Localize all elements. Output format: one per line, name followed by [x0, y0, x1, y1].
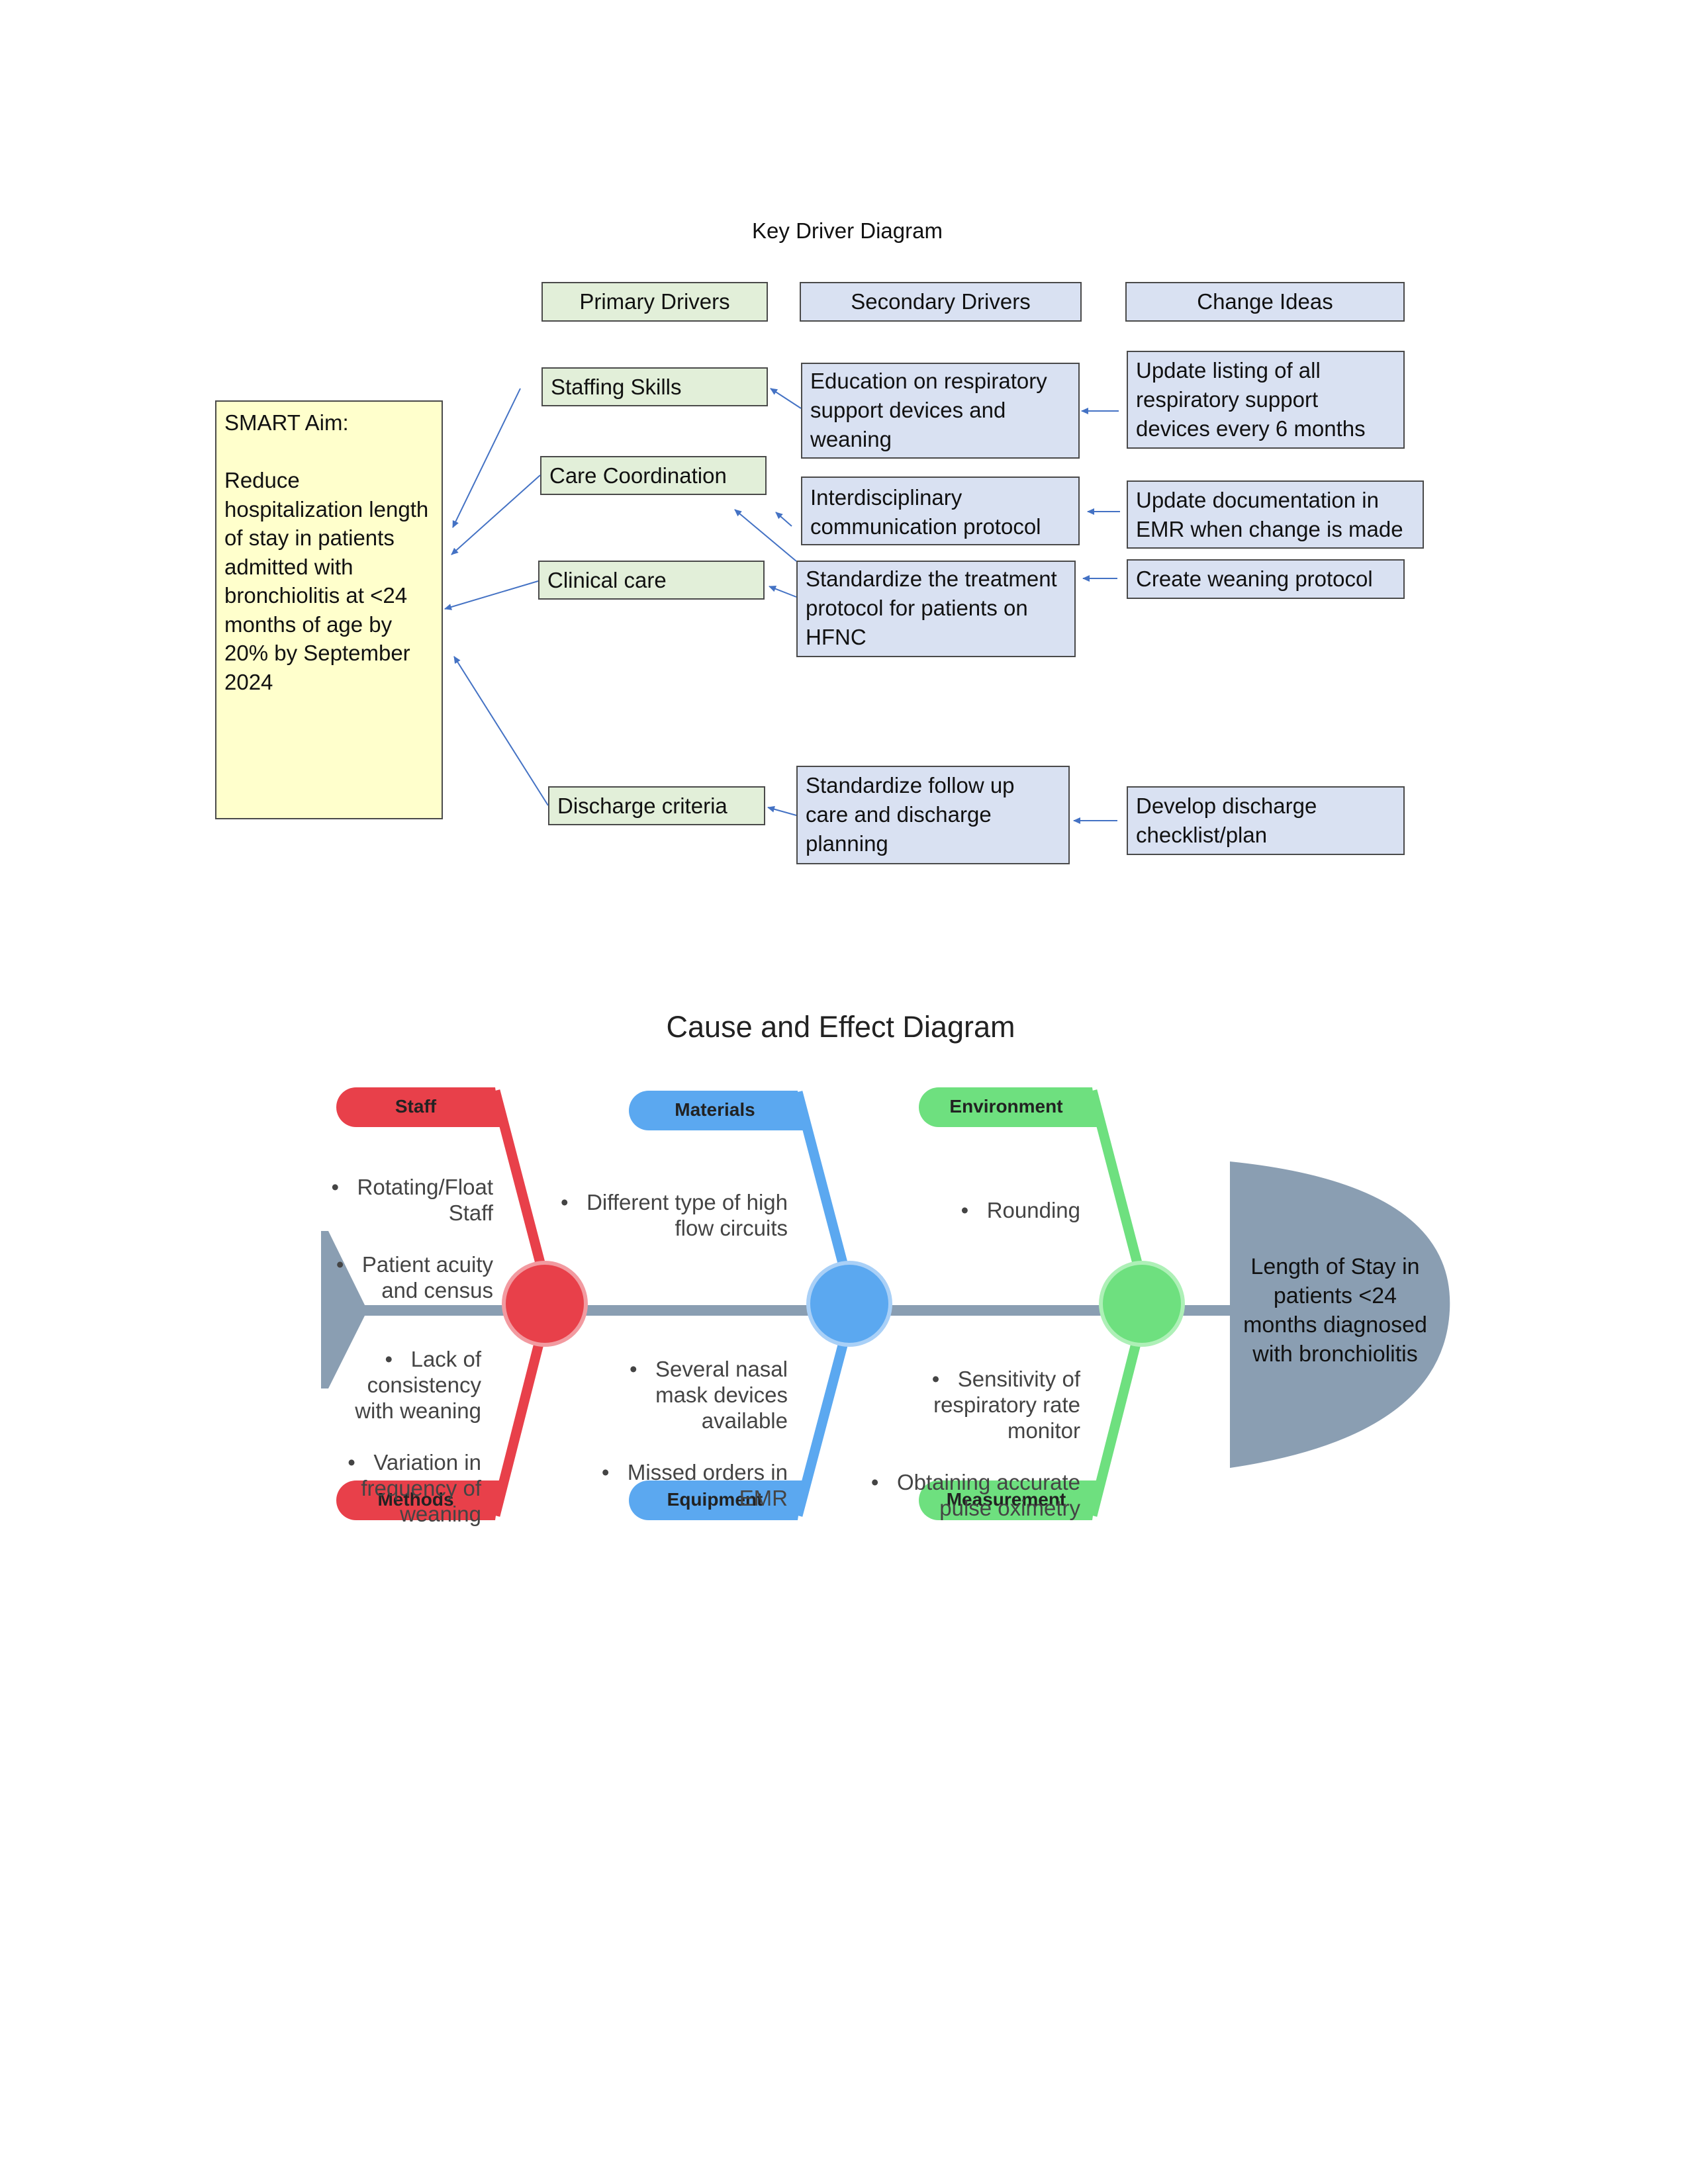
- bone-equipment: [792, 1319, 855, 1517]
- bullet: •: [348, 1450, 374, 1475]
- pill-environment: [919, 1087, 1098, 1127]
- pill-measurement: [919, 1480, 1098, 1520]
- secondary-driver-education: Education on respiratory support devices…: [801, 363, 1080, 459]
- header-primary-drivers: Primary Drivers: [541, 282, 768, 322]
- arrow-communication-to-coordination: [775, 512, 792, 527]
- bullet: •: [629, 1357, 656, 1381]
- category-equipment: Equipment: [667, 1489, 763, 1510]
- pill-methods: [336, 1480, 501, 1520]
- smart-aim-box: SMART Aim: Reduce hospitalization length…: [215, 400, 443, 819]
- bullet: •: [331, 1175, 357, 1199]
- secondary-driver-treatment-protocol: Standardize the treatment protocol for p…: [796, 561, 1076, 657]
- cause-item: • Rotating/Float Staff: [331, 1175, 493, 1225]
- fish-tail: [321, 1231, 367, 1388]
- bone-methods: [490, 1319, 550, 1517]
- cause-item: • Different type of high flow circuits: [561, 1190, 788, 1240]
- bone-environment: [1087, 1089, 1147, 1282]
- cause-item: • Obtaining accurate pulse oximetry: [870, 1470, 1080, 1520]
- arrow-staffing-to-aim: [452, 388, 521, 528]
- category-methods: Methods: [377, 1489, 454, 1510]
- arrow-coordination-to-aim: [451, 475, 541, 555]
- bullet: •: [961, 1198, 987, 1222]
- primary-driver-staffing-skills: Staffing Skills: [541, 367, 768, 406]
- category-environment: Environment: [949, 1096, 1063, 1116]
- primary-driver-discharge-criteria: Discharge criteria: [548, 786, 765, 825]
- cause-item: • Rounding: [961, 1198, 1080, 1222]
- kdd-title: Key Driver Diagram: [752, 218, 943, 243]
- cause-item: • Variation in frequency of weaning: [348, 1450, 481, 1526]
- junction-red: [502, 1261, 588, 1347]
- header-secondary-drivers: Secondary Drivers: [800, 282, 1082, 322]
- change-idea-update-listing: Update listing of all respiratory suppor…: [1127, 351, 1405, 449]
- bullet: •: [931, 1367, 958, 1391]
- primary-driver-clinical-care: Clinical care: [538, 561, 765, 600]
- arrow-clinical-to-aim: [444, 580, 539, 610]
- header-change-ideas: Change Ideas: [1125, 282, 1405, 322]
- bullet: •: [601, 1460, 628, 1484]
- cause-item: • Lack of consistency with weaning: [355, 1347, 481, 1423]
- category-staff: Staff: [395, 1096, 437, 1116]
- change-idea-discharge-checklist: Develop discharge checklist/plan: [1127, 786, 1405, 855]
- bone-materials: [792, 1091, 853, 1282]
- effect-label: Length of Stay in patients <24 months di…: [1243, 1254, 1427, 1367]
- ced-title: Cause and Effect Diagram: [666, 1010, 1015, 1044]
- causes-materials: • Different type of high flow circuits: [546, 1163, 788, 1267]
- bullet: •: [561, 1190, 587, 1214]
- cause-item: • Sensitivity of respiratory rate monito…: [931, 1367, 1080, 1443]
- causes-environment: • Rounding: [927, 1171, 1080, 1249]
- bone-staff: [490, 1089, 550, 1282]
- causes-staff: • Rotating/Float Staff • Patient acuity …: [311, 1148, 493, 1329]
- bullet: •: [336, 1252, 362, 1277]
- arrow-education-to-staffing: [770, 388, 802, 409]
- pill-materials: [629, 1091, 804, 1130]
- arrow-treatment-to-clinical: [769, 585, 797, 598]
- pill-equipment: [629, 1480, 804, 1520]
- category-materials: Materials: [675, 1099, 755, 1120]
- pill-staff: [336, 1087, 501, 1127]
- primary-driver-care-coordination: Care Coordination: [540, 456, 767, 495]
- bullet: •: [385, 1347, 411, 1371]
- junction-blue: [806, 1261, 892, 1347]
- causes-equipment: • Several nasal mask devices available •…: [589, 1330, 788, 1537]
- cause-item: • Several nasal mask devices available: [629, 1357, 788, 1433]
- junction-green: [1099, 1261, 1185, 1347]
- arrow-treatment-to-coordination: [734, 509, 797, 562]
- causes-measurement: • Sensitivity of respiratory rate monito…: [861, 1340, 1080, 1547]
- arrow-discharge-to-aim: [453, 656, 549, 806]
- cause-item: • Patient acuity and census: [336, 1252, 493, 1302]
- secondary-driver-follow-up: Standardize follow up care and discharge…: [796, 766, 1070, 864]
- secondary-driver-communication: Interdisciplinary communication protocol: [801, 477, 1080, 545]
- causes-methods: • Lack of consistency with weaning • Var…: [331, 1320, 481, 1553]
- change-idea-update-documentation: Update documentation in EMR when change …: [1127, 480, 1424, 549]
- cause-item: • Missed orders in EMR: [601, 1460, 788, 1510]
- arrow-followup-to-discharge: [767, 805, 797, 816]
- fish-head: [1230, 1161, 1450, 1468]
- change-idea-weaning-protocol: Create weaning protocol: [1127, 559, 1405, 599]
- bone-measurement: [1087, 1319, 1147, 1517]
- bullet: •: [870, 1470, 897, 1494]
- category-measurement: Measurement: [946, 1489, 1066, 1510]
